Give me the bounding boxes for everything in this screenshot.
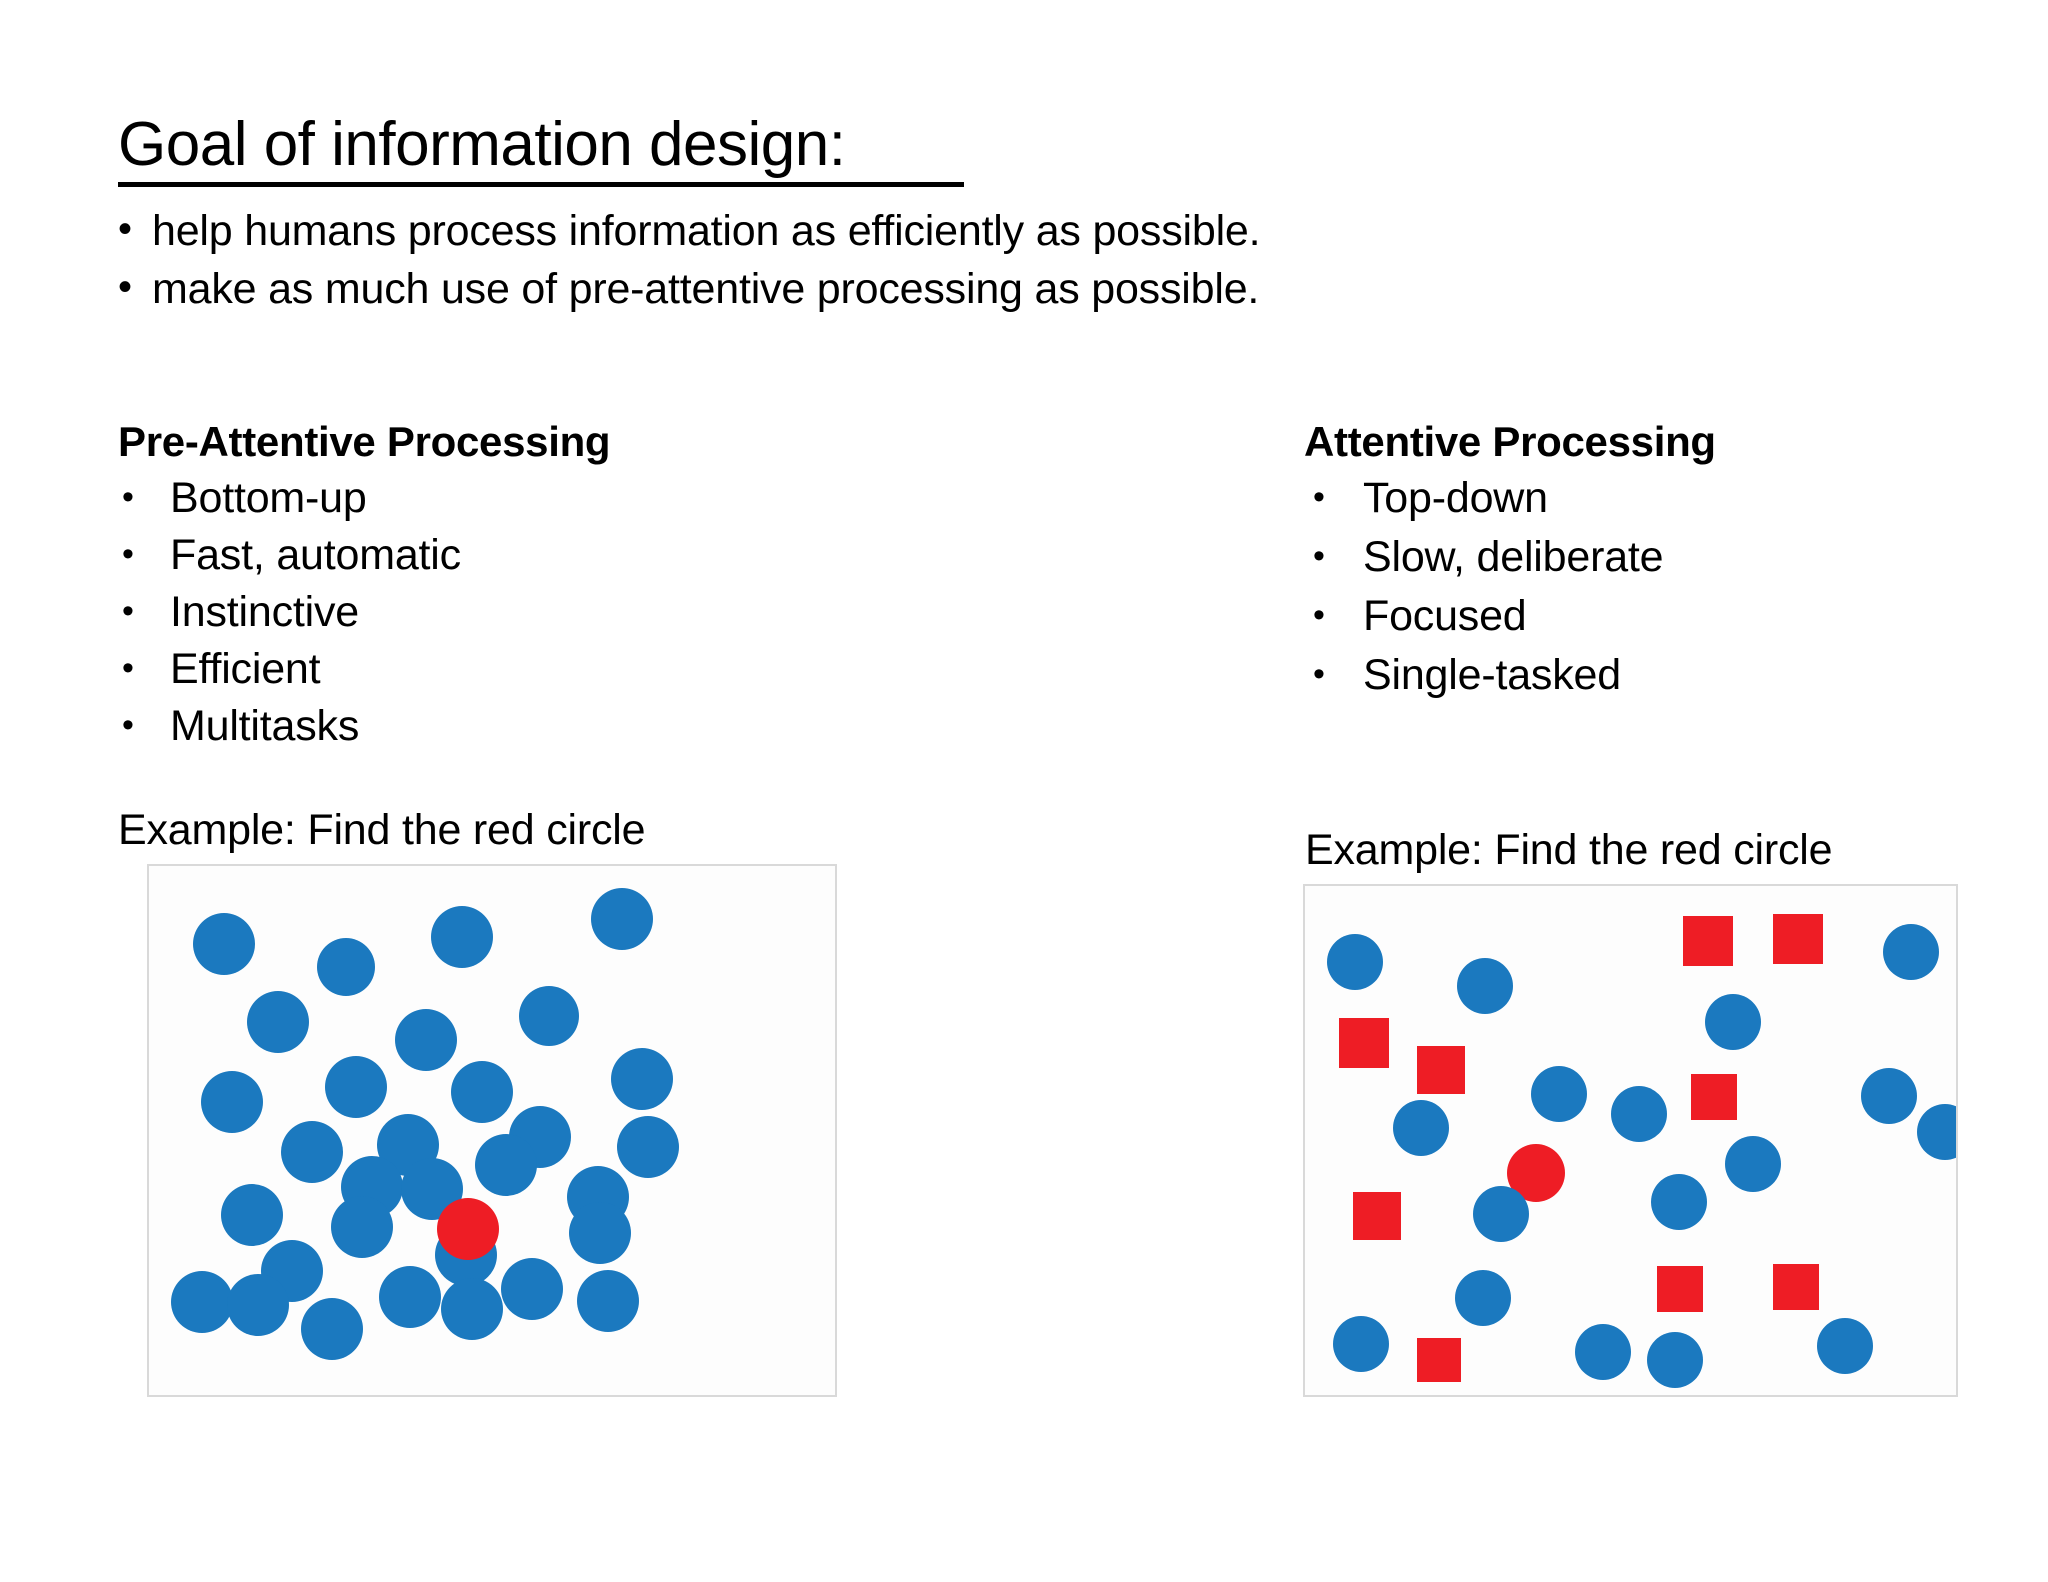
list-item-label: Efficient	[170, 645, 321, 693]
bullet-icon: •	[1313, 478, 1325, 516]
distractor-blue-circle	[451, 1061, 513, 1123]
list-item-label: Fast, automatic	[170, 531, 461, 579]
distractor-blue-circle	[569, 1202, 631, 1264]
attentive-column: Attentive Processing • Top-down • Slow, …	[1304, 418, 2048, 708]
distractor-blue-circle	[171, 1271, 233, 1333]
attentive-list: • Top-down • Slow, deliberate • Focused …	[1305, 472, 2048, 708]
distractor-blue-circle	[475, 1134, 537, 1196]
distractor-blue-circle	[1883, 924, 1939, 980]
list-item: • Multitasks	[118, 700, 938, 757]
distractor-blue-circle	[201, 1071, 263, 1133]
page-title: Goal of information design:	[118, 110, 846, 179]
distractor-blue-circle	[1473, 1186, 1529, 1242]
distractor-blue-circle	[1531, 1066, 1587, 1122]
target-red-circle	[437, 1198, 499, 1260]
distractor-red-square	[1417, 1338, 1461, 1382]
attentive-example-caption: Example: Find the red circle	[1305, 826, 1833, 874]
distractor-blue-circle	[301, 1298, 363, 1360]
intro-bullet-text: make as much use of pre-attentive proces…	[152, 265, 1260, 313]
distractor-red-square	[1683, 916, 1733, 966]
list-item: • Focused	[1305, 590, 2048, 649]
bullet-icon: •	[1313, 596, 1325, 634]
list-item: • Instinctive	[118, 586, 938, 643]
list-item: • help humans process information as eff…	[118, 204, 1718, 262]
distractor-blue-circle	[501, 1258, 563, 1320]
list-item-label: Bottom-up	[170, 474, 367, 522]
distractor-blue-circle	[247, 991, 309, 1053]
distractor-blue-circle	[1705, 994, 1761, 1050]
list-item-label: Top-down	[1363, 474, 1548, 522]
pre-attentive-heading: Pre-Attentive Processing	[118, 418, 611, 465]
distractor-blue-circle	[193, 913, 255, 975]
distractor-blue-circle	[1647, 1332, 1703, 1388]
title-underline	[118, 182, 964, 187]
distractor-blue-circle	[227, 1274, 289, 1336]
distractor-blue-circle	[325, 1056, 387, 1118]
distractor-blue-circle	[611, 1048, 673, 1110]
distractor-blue-circle	[221, 1184, 283, 1246]
bullet-icon: •	[122, 478, 134, 516]
attentive-heading: Attentive Processing	[1304, 418, 1716, 465]
distractor-blue-circle	[1457, 958, 1513, 1014]
pre-attentive-example-caption: Example: Find the red circle	[118, 806, 646, 854]
distractor-blue-circle	[1611, 1086, 1667, 1142]
intro-bullet-list: • help humans process information as eff…	[118, 204, 1718, 320]
distractor-red-square	[1657, 1266, 1703, 1312]
distractor-blue-circle	[281, 1121, 343, 1183]
distractor-red-square	[1773, 914, 1823, 964]
pre-attentive-column: Pre-Attentive Processing • Bottom-up • F…	[118, 418, 938, 757]
distractor-blue-circle	[1327, 934, 1383, 990]
bullet-icon: •	[122, 706, 134, 744]
distractor-blue-circle	[1455, 1270, 1511, 1326]
list-item: • Fast, automatic	[118, 529, 938, 586]
distractor-blue-circle	[431, 906, 493, 968]
bullet-icon: •	[122, 535, 134, 573]
distractor-blue-circle	[1333, 1316, 1389, 1372]
distractor-blue-circle	[1817, 1318, 1873, 1374]
distractor-red-square	[1339, 1018, 1389, 1068]
distractor-blue-circle	[519, 986, 579, 1046]
distractor-blue-circle	[1917, 1104, 1956, 1160]
list-item-label: Instinctive	[170, 588, 359, 636]
pre-attentive-list: • Bottom-up • Fast, automatic • Instinct…	[118, 472, 938, 757]
distractor-blue-circle	[395, 1009, 457, 1071]
list-item-label: Focused	[1363, 592, 1527, 640]
distractor-blue-circle	[379, 1266, 441, 1328]
list-item: • make as much use of pre-attentive proc…	[118, 262, 1718, 320]
distractor-blue-circle	[577, 1270, 639, 1332]
list-item: • Single-tasked	[1305, 649, 2048, 708]
distractor-red-square	[1773, 1264, 1819, 1310]
distractor-red-square	[1353, 1192, 1401, 1240]
intro-bullet-text: help humans process information as effic…	[152, 207, 1261, 255]
list-item: • Bottom-up	[118, 472, 938, 529]
list-item-label: Slow, deliberate	[1363, 533, 1664, 581]
list-item-label: Multitasks	[170, 702, 360, 750]
distractor-blue-circle	[1393, 1100, 1449, 1156]
distractor-blue-circle	[1861, 1068, 1917, 1124]
distractor-blue-circle	[441, 1278, 503, 1340]
pre-attentive-stimulus-box	[147, 864, 837, 1397]
bullet-icon: •	[118, 207, 133, 251]
list-item: • Top-down	[1305, 472, 2048, 531]
list-item: • Efficient	[118, 643, 938, 700]
distractor-blue-circle	[617, 1116, 679, 1178]
distractor-blue-circle	[1725, 1136, 1781, 1192]
bullet-icon: •	[122, 592, 134, 630]
distractor-blue-circle	[331, 1196, 393, 1258]
bullet-icon: •	[1313, 537, 1325, 575]
bullet-icon: •	[122, 649, 134, 687]
distractor-red-square	[1691, 1074, 1737, 1120]
distractor-blue-circle	[1651, 1174, 1707, 1230]
bullet-icon: •	[1313, 655, 1325, 693]
distractor-blue-circle	[1575, 1324, 1631, 1380]
distractor-blue-circle	[317, 938, 375, 996]
distractor-red-square	[1417, 1046, 1465, 1094]
list-item: • Slow, deliberate	[1305, 531, 2048, 590]
list-item-label: Single-tasked	[1363, 651, 1621, 699]
attentive-stimulus-box	[1303, 884, 1958, 1397]
distractor-blue-circle	[591, 888, 653, 950]
bullet-icon: •	[118, 265, 133, 309]
